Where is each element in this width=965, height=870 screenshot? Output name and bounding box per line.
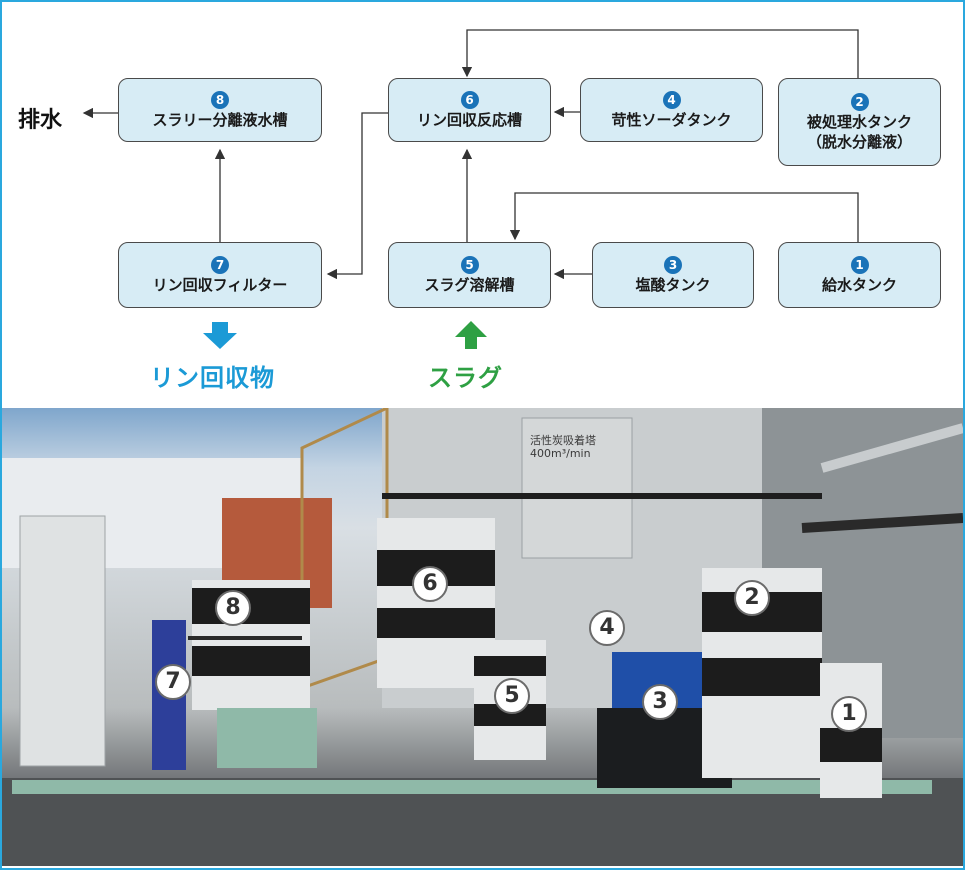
node-slurry-separation-tank: 8 スラリー分離液水槽 xyxy=(118,78,322,142)
connector-6-to-7 xyxy=(326,112,388,280)
node-number-badge: 1 xyxy=(850,255,869,274)
photo-badge-7: 7 xyxy=(155,664,191,700)
node-label: 給水タンク xyxy=(821,275,897,294)
node-slag-dissolution-tank: 5 スラグ溶解槽 xyxy=(388,242,551,308)
node-label: リン回収反応槽 xyxy=(416,110,522,129)
photo-badge-5: 5 xyxy=(494,678,530,714)
node-number-badge: 8 xyxy=(211,90,229,109)
process-flow-diagram: 排水 8 スラリー分離液水槽 6 リン回収反応槽 4 苛性ソーダタンク 2 被処… xyxy=(0,0,965,408)
flow-connectors xyxy=(82,29,859,349)
node-treated-water-tank: 2 被処理水タンク （脱水分離液） xyxy=(778,78,941,166)
node-number-badge: 7 xyxy=(211,255,229,274)
node-caustic-soda-tank: 4 苛性ソーダタンク xyxy=(580,78,763,142)
photo-badge-4: 4 xyxy=(589,610,625,646)
slag-label: スラグ xyxy=(428,364,503,392)
plant-photo-illustration xyxy=(2,408,963,866)
photo-badge-2: 2 xyxy=(734,580,770,616)
node-water-supply-tank: 1 給水タンク xyxy=(778,242,941,308)
node-number-badge: 3 xyxy=(664,255,682,274)
connector-2-to-6 xyxy=(461,29,859,78)
node-number-badge: 2 xyxy=(850,92,869,111)
node-phosphorus-reaction-tank: 6 リン回収反応槽 xyxy=(388,78,551,142)
node-label: 苛性ソーダタンク xyxy=(611,110,732,129)
node-number-badge: 6 xyxy=(460,90,479,109)
node-label: スラグ溶解槽 xyxy=(424,275,515,294)
photo-badge-6: 6 xyxy=(412,566,448,602)
node-phosphorus-filter: 7 リン回収フィルター xyxy=(118,242,322,308)
node-number-badge: 4 xyxy=(662,90,681,109)
node-hydrochloric-acid-tank: 3 塩酸タンク xyxy=(592,242,754,308)
slag-arrow-icon xyxy=(455,321,487,349)
photo-badge-1: 1 xyxy=(831,696,867,732)
plant-photo: 8 6 2 4 7 5 3 1 活性炭吸着塔 400m³/min xyxy=(2,408,963,866)
node-label: リン回収フィルター xyxy=(152,275,288,294)
node-label: スラリー分離液水槽 xyxy=(152,110,288,129)
photo-badge-3: 3 xyxy=(642,684,678,720)
photo-badge-8: 8 xyxy=(215,590,251,626)
recovered-material-label: リン回収物 xyxy=(150,364,275,392)
drain-label: 排水 xyxy=(18,108,63,133)
facility-sign: 活性炭吸着塔 400m³/min xyxy=(530,434,596,460)
recovered-arrow-icon xyxy=(203,322,237,349)
node-label: 塩酸タンク xyxy=(635,275,711,294)
connector-1-to-5 xyxy=(509,192,859,242)
node-number-badge: 5 xyxy=(460,255,479,274)
node-label: 被処理水タンク xyxy=(806,112,912,131)
node-sublabel: （脱水分離液） xyxy=(806,132,912,151)
